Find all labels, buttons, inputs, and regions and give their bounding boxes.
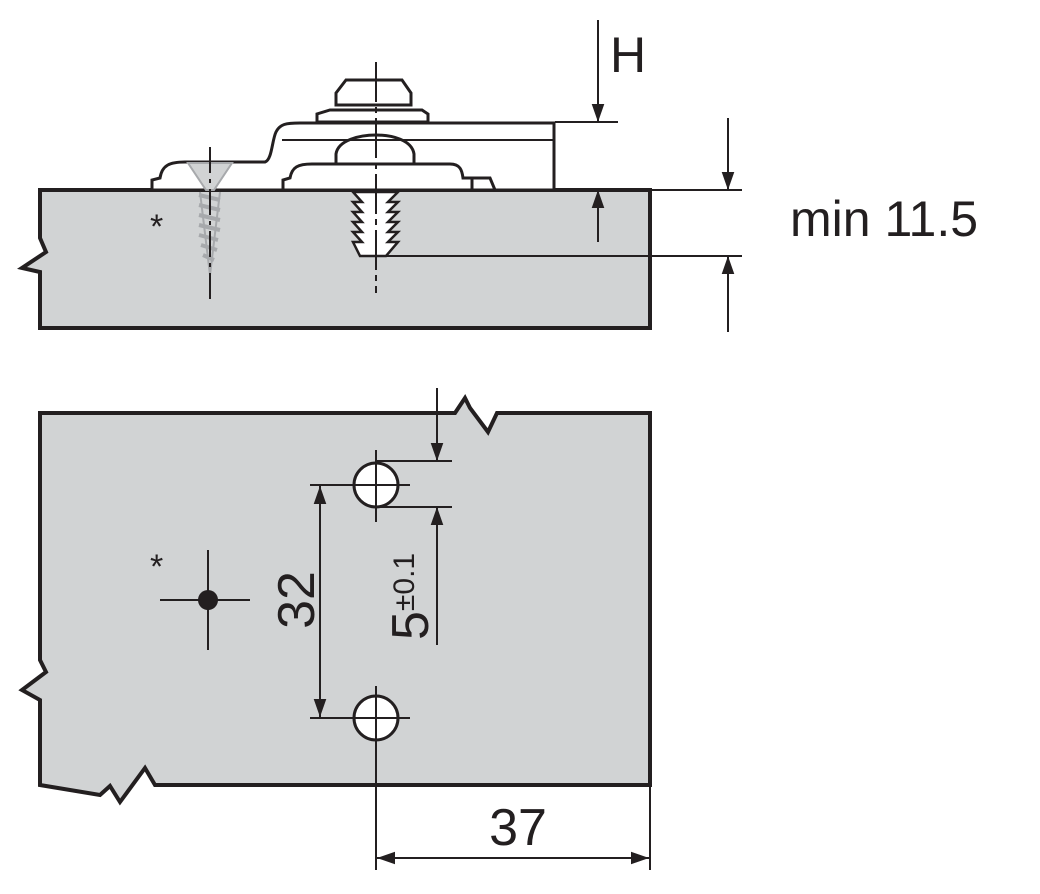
edge-offset-value: 5 <box>382 611 440 640</box>
edge-offset-label: 5±0.1 <box>382 553 440 640</box>
min-thickness-dimension <box>376 118 742 332</box>
mounting-plate <box>150 78 556 192</box>
plan-view: * 32 5±0.1 37 <box>18 388 652 870</box>
asterisk-top: * <box>150 208 163 246</box>
edge-distance-dimension <box>377 785 651 870</box>
edge-offset-dimension <box>376 388 452 645</box>
height-dimension <box>555 20 618 242</box>
hole-bottom <box>310 686 410 870</box>
hole-spacing-label: 32 <box>268 571 326 629</box>
edge-offset-tolerance: ±0.1 <box>388 553 421 611</box>
side-view: * H min 11.5 <box>16 20 978 332</box>
min-thickness-label: min 11.5 <box>790 191 978 247</box>
edge-distance-label: 37 <box>489 799 547 857</box>
height-label: H <box>610 27 646 83</box>
asterisk-bottom: * <box>150 548 163 586</box>
panel-section <box>16 188 652 330</box>
screw-position-marker <box>160 550 250 650</box>
panel-plan <box>18 394 652 806</box>
